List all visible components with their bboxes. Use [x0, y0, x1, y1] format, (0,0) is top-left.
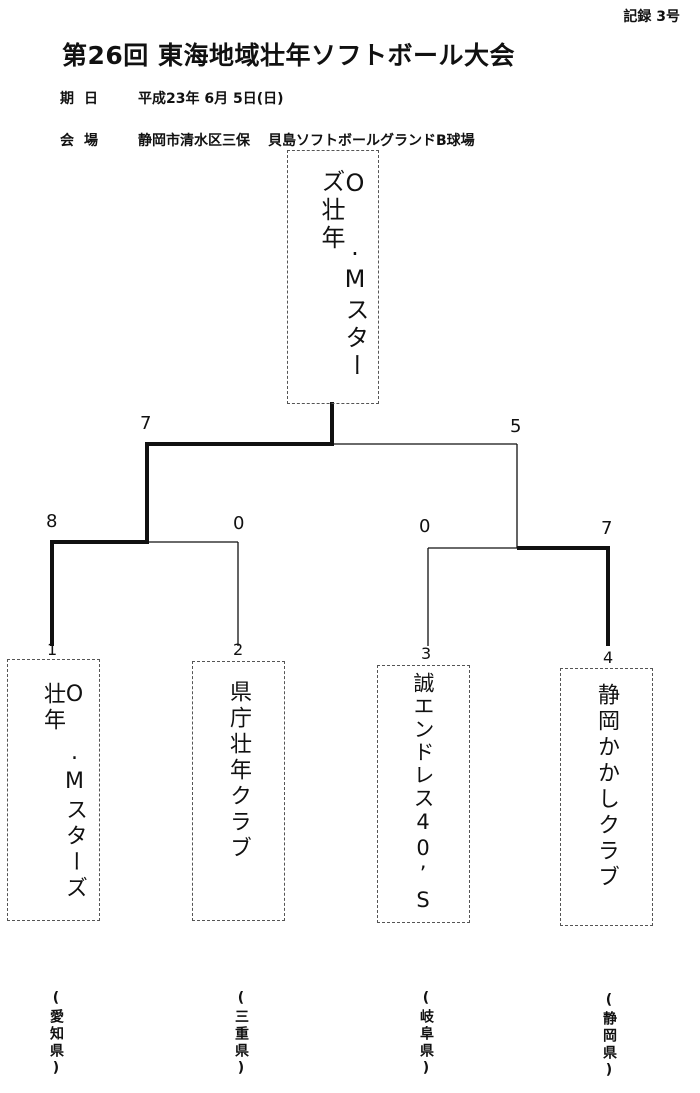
venue-label: 会場	[60, 133, 108, 149]
final-right-score: 5	[510, 416, 522, 437]
semi2-right-score: 7	[601, 518, 613, 539]
team-seed: 3	[421, 644, 432, 663]
champion-name: O .Mスターズ壮年	[317, 169, 369, 381]
semi1-right-score: 0	[233, 513, 245, 534]
semi2-left-score: 0	[419, 516, 431, 537]
venue-ground: 貝島ソフトボールグランドB球場	[268, 133, 475, 149]
date-value: 平成23年 6月 5日(日)	[138, 91, 284, 107]
team-box: 県庁壮年クラブ	[192, 661, 285, 921]
team-seed: 4	[603, 648, 614, 667]
final-left-score: 7	[140, 413, 152, 434]
team-name: 県庁壮年クラブ	[226, 680, 251, 862]
venue-row: 会場 静岡市清水区三保 貝島ソフトボールグランドB球場	[60, 130, 475, 150]
team-box: O .Mスターズ壮年	[7, 659, 100, 921]
date-label: 期日	[60, 91, 108, 107]
team-box: 静岡かかしクラブ	[560, 668, 653, 926]
team-box: 誠エンドレス40’S	[377, 665, 470, 923]
semi1-left-score: 8	[46, 511, 58, 532]
team-seed: 2	[233, 640, 244, 659]
date-row: 期日 平成23年 6月 5日(日)	[60, 88, 284, 108]
team-prefecture: (静岡県)	[601, 992, 617, 1081]
team-prefecture: (三重県)	[233, 990, 249, 1079]
team-prefecture: (岐阜県)	[418, 990, 434, 1079]
team-name: O .Mスターズ壮年	[40, 682, 87, 902]
team-name: 誠エンドレス40’S	[411, 672, 435, 914]
champion-box: O .Mスターズ壮年	[287, 150, 379, 404]
team-prefecture: (愛知県)	[48, 990, 64, 1079]
venue-location: 静岡市清水区三保	[138, 133, 250, 149]
team-seed: 1	[47, 640, 58, 659]
team-name: 静岡かかしクラブ	[594, 683, 619, 891]
record-number: 記録 3号	[623, 9, 680, 25]
page-title: 第26回 東海地域壮年ソフトボール大会	[62, 41, 515, 70]
